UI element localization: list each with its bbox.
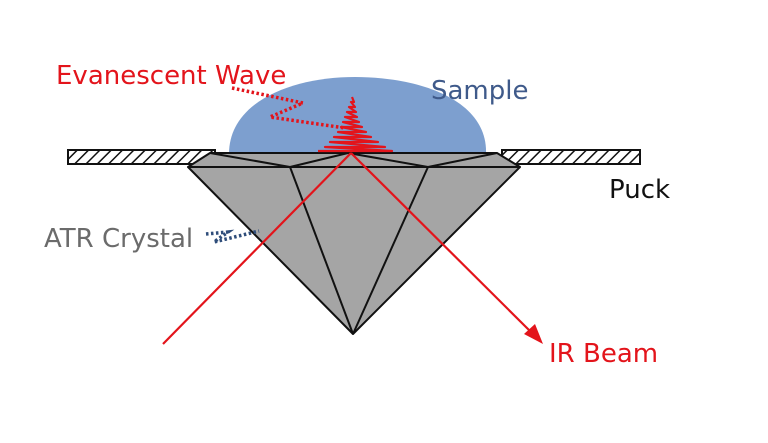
evanescent-wave-trace [318,96,394,153]
puck-label: Puck [609,175,670,205]
evanescent-wave-pointer [231,86,346,130]
atr-crystal-label: ATR Crystal [44,224,193,254]
puck-left [67,149,216,165]
atr-crystal-body [187,152,521,335]
ir-beam [162,152,534,345]
evanescent-wave-label: Evanescent Wave [56,61,286,91]
ir-beam-arrowhead [524,324,543,344]
sample-label: Sample [431,76,529,106]
ir-beam-label: IR Beam [549,339,658,369]
atr-crystal-pointer [205,229,260,244]
puck-right [501,149,641,165]
sample-droplet [229,77,487,154]
crystal-facets [188,152,520,335]
